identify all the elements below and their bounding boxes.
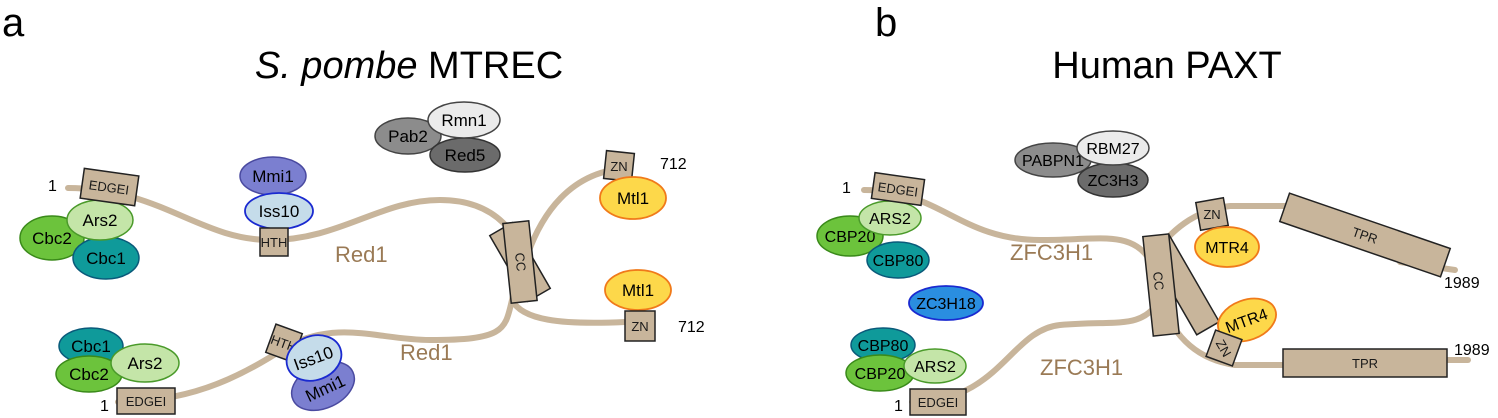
svg-text:Pab2: Pab2 bbox=[388, 127, 428, 146]
zc3h18-protein bbox=[908, 285, 984, 321]
red1-start-top: 1 bbox=[48, 178, 57, 195]
svg-text:EDGEI: EDGEI bbox=[877, 179, 919, 199]
svg-text:MTR4: MTR4 bbox=[1205, 240, 1249, 257]
mtl1-protein-a-top bbox=[599, 176, 667, 220]
svg-text:TPR: TPR bbox=[1352, 356, 1378, 371]
mtr4-protein-b-top bbox=[1194, 226, 1260, 268]
cc-domain-a-2 bbox=[502, 220, 538, 304]
svg-text:CBP80: CBP80 bbox=[858, 338, 909, 355]
edgei-domain-b-top bbox=[870, 171, 926, 207]
cbp80-protein-b-top bbox=[866, 241, 930, 279]
zn-domain-a-bottom bbox=[624, 310, 656, 342]
svg-text:Cbc2: Cbc2 bbox=[69, 365, 109, 384]
red1-chain-bottom bbox=[115, 291, 628, 405]
zfc3h1-chain-top bbox=[861, 187, 1288, 266]
rmn1-protein bbox=[427, 101, 501, 139]
mtl1-protein-a-bottom bbox=[604, 269, 672, 311]
svg-text:Iss10: Iss10 bbox=[259, 202, 300, 221]
zfc3h1-start-top: 1 bbox=[842, 180, 851, 197]
zfc3h1-start-bottom: 1 bbox=[894, 398, 903, 415]
svg-text:EDGEI: EDGEI bbox=[126, 394, 166, 409]
red1-end-bottom: 712 bbox=[678, 319, 705, 336]
red1-label-top: Red1 bbox=[335, 242, 388, 267]
red1-end-top: 712 bbox=[660, 156, 687, 173]
svg-text:Mtl1: Mtl1 bbox=[622, 281, 654, 300]
svg-text:ZC3H18: ZC3H18 bbox=[916, 296, 976, 313]
svg-text:HTH: HTH bbox=[261, 235, 288, 250]
edgei-domain-a-bottom bbox=[116, 387, 176, 415]
svg-text:ZN: ZN bbox=[631, 319, 648, 334]
cc-domain-b-2 bbox=[1142, 233, 1180, 337]
svg-text:Red5: Red5 bbox=[445, 146, 486, 165]
rbm27-protein bbox=[1076, 130, 1150, 166]
svg-text:CBP20: CBP20 bbox=[825, 229, 876, 246]
svg-text:ZC3H3: ZC3H3 bbox=[1088, 173, 1139, 190]
iss10-protein-a-bottom bbox=[285, 334, 343, 382]
svg-text:ZN: ZN bbox=[610, 159, 627, 174]
svg-text:RBM27: RBM27 bbox=[1086, 141, 1139, 158]
svg-text:CC: CC bbox=[1150, 271, 1167, 291]
svg-text:EDGEI: EDGEI bbox=[918, 395, 958, 410]
svg-text:Cbc1: Cbc1 bbox=[86, 249, 126, 268]
svg-text:EDGEI: EDGEI bbox=[88, 177, 130, 197]
svg-text:Cbc2: Cbc2 bbox=[32, 229, 72, 248]
svg-text:Mtl1: Mtl1 bbox=[617, 189, 649, 208]
red1-label-bottom: Red1 bbox=[400, 340, 453, 365]
red1-start-bottom: 1 bbox=[100, 398, 109, 415]
svg-text:Ars2: Ars2 bbox=[128, 354, 163, 373]
svg-text:Cbc1: Cbc1 bbox=[71, 337, 111, 356]
edgei-domain-a-top bbox=[79, 167, 140, 207]
svg-text:CC: CC bbox=[512, 252, 529, 272]
mtr4-protein-b-bottom bbox=[1217, 297, 1277, 343]
svg-text:Ars2: Ars2 bbox=[83, 211, 118, 230]
tpr-domain-b-top bbox=[1278, 192, 1452, 278]
pab2-protein bbox=[374, 117, 442, 155]
zfc3h1-label-bottom: ZFC3H1 bbox=[1040, 355, 1123, 380]
panel-a-title: S. pombe MTREC bbox=[255, 45, 563, 87]
panel-b-letter: b bbox=[875, 1, 897, 45]
svg-text:ARS2: ARS2 bbox=[914, 359, 956, 376]
zfc3h1-end-bottom: 1989 bbox=[1454, 342, 1490, 359]
panel-b-title: Human PAXT bbox=[1052, 45, 1281, 87]
zn-domain-b-bottom bbox=[1205, 329, 1243, 367]
svg-text:CBP20: CBP20 bbox=[855, 366, 906, 383]
zfc3h1-end-top: 1989 bbox=[1444, 275, 1480, 292]
ars2-protein-b-bottom bbox=[903, 348, 967, 384]
svg-text:Rmn1: Rmn1 bbox=[441, 111, 486, 130]
svg-text:ZN: ZN bbox=[1203, 207, 1220, 222]
svg-text:ARS2: ARS2 bbox=[869, 211, 911, 228]
tpr-domain-b-bottom bbox=[1282, 348, 1448, 378]
svg-text:PABPN1: PABPN1 bbox=[1022, 153, 1084, 170]
svg-text:CBP80: CBP80 bbox=[873, 253, 924, 270]
edgei-domain-b-bottom bbox=[909, 388, 967, 416]
zfc3h1-label-top: ZFC3H1 bbox=[1010, 240, 1093, 265]
ars2-protein-a-bottom bbox=[110, 343, 180, 383]
svg-text:Mmi1: Mmi1 bbox=[252, 167, 294, 186]
red1-chain-top bbox=[65, 165, 633, 274]
zfc3h1-chain-bottom bbox=[909, 293, 1288, 405]
panel-a-letter: a bbox=[2, 1, 25, 45]
hth-domain-a-top bbox=[259, 227, 289, 257]
